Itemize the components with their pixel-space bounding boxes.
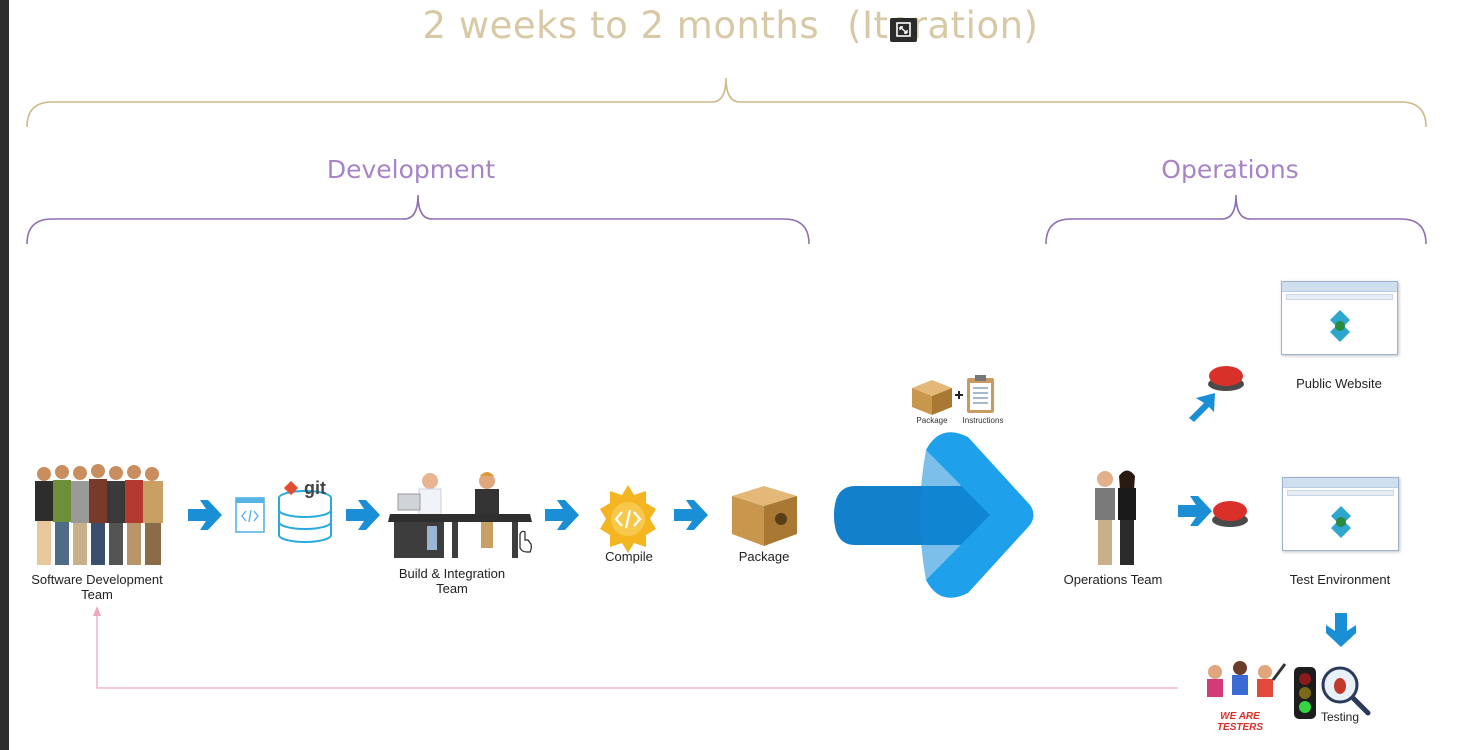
- arrow-down: [1326, 613, 1356, 647]
- arrow-2: [346, 500, 380, 530]
- bug-magnifier-icon: [1321, 666, 1371, 716]
- desk-team-icon: [388, 472, 532, 558]
- package-box-icon: [732, 486, 797, 546]
- arrow-3: [545, 500, 579, 530]
- development-phase-label: Development: [326, 155, 496, 184]
- traffic-light-icon: [1294, 667, 1316, 719]
- iteration-duration: 2 weeks to 2 months: [422, 4, 820, 47]
- people-group-icon: [35, 464, 163, 565]
- package-small-label: Package: [916, 416, 948, 425]
- compile-label: Compile: [605, 549, 653, 564]
- test-environment-browser-icon: [1282, 477, 1399, 551]
- feedback-line: [96, 610, 1178, 689]
- package-label: Package: [738, 549, 790, 564]
- git-label: git: [304, 478, 326, 498]
- fullscreen-toggle-icon[interactable]: [890, 18, 917, 42]
- iteration-label: (Iteration): [847, 4, 1039, 47]
- instructions-label: Instructions: [962, 416, 1004, 425]
- development-brace: [26, 194, 810, 245]
- mouse-cursor-icon: [519, 530, 532, 553]
- testing-label: Testing: [1320, 710, 1360, 724]
- operations-team-label: Operations Team: [1063, 572, 1163, 587]
- operations-team-icon: [1095, 470, 1136, 565]
- testers-icon: [1207, 661, 1287, 697]
- operations-phase-label: Operations: [1161, 155, 1299, 184]
- software-team-label: Software Development Team: [31, 572, 163, 602]
- arrow-up-right: [1189, 393, 1215, 422]
- build-team-label: Build & Integration Team: [398, 566, 506, 596]
- big-deploy-arrow: [834, 432, 1034, 598]
- flow-arrows: [188, 393, 1356, 647]
- arrow-1: [188, 500, 222, 530]
- public-website-browser-icon: [1281, 281, 1398, 355]
- public-website-label: Public Website: [1296, 376, 1382, 391]
- instructions-clipboard-icon: [912, 375, 994, 415]
- arrow-5: [1178, 496, 1212, 526]
- deploy-button-icon: [1208, 366, 1248, 527]
- test-environment-label: Test Environment: [1289, 572, 1391, 587]
- arrow-4: [674, 500, 708, 530]
- git-database-icon: [278, 480, 332, 543]
- iteration-title: 2 weeks to 2 months (Iteration): [0, 4, 1461, 47]
- iteration-brace: [26, 77, 1427, 128]
- operations-brace: [1045, 194, 1427, 245]
- window-edge: [0, 0, 9, 750]
- code-file-icon: [235, 497, 265, 533]
- testers-label: WE ARE TESTERS: [1216, 711, 1264, 733]
- compile-gear-icon: [600, 485, 656, 553]
